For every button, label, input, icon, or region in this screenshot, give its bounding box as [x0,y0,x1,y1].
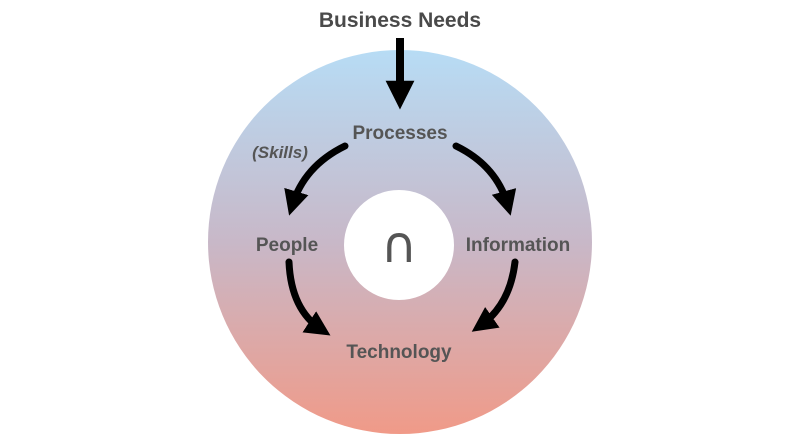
information-to-technology-arrow [471,258,519,332]
skills-annotation: (Skills) [252,143,308,162]
processes-to-information-arrow [452,142,517,216]
technology-label: Technology [346,342,452,363]
processes-to-people-arrow [284,142,349,216]
people-to-technology-arrow [285,258,331,336]
processes-label: Processes [352,123,447,144]
center-symbol: ∩ [381,216,418,274]
people-label: People [256,235,318,256]
center-circle [344,190,454,300]
information-label: Information [466,235,571,256]
business-needs-label: Business Needs [319,9,481,32]
